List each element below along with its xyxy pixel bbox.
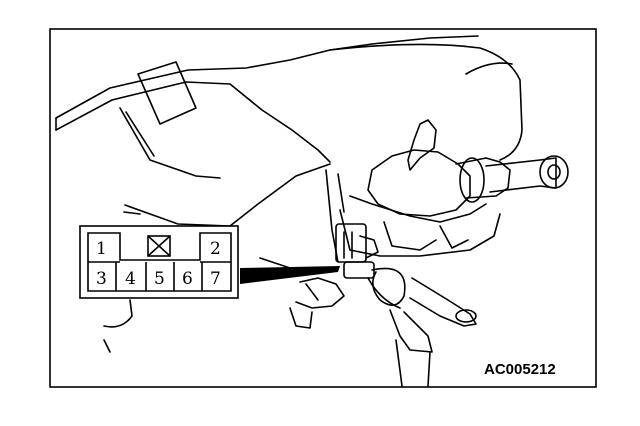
leader-arrow (240, 266, 340, 284)
steering-column-illustration (55, 35, 569, 387)
pin-5-label: 5 (154, 269, 165, 289)
pin-1-label: 1 (96, 239, 107, 259)
pin-3-label: 3 (96, 269, 107, 289)
connector-face-outline (87, 232, 232, 292)
pin-separators (88, 261, 231, 291)
pin-7-label: 7 (210, 269, 221, 289)
pin-6-label: 6 (182, 269, 193, 289)
pin-4-label: 4 (125, 269, 136, 289)
unused-slot-x-mark-icon (147, 235, 171, 257)
pin-2-label: 2 (210, 239, 221, 259)
connector-pin-diagram: 1 2 3 4 5 6 7 (79, 225, 239, 299)
figure-frame (49, 28, 597, 388)
figure-code: AC005212 (484, 361, 556, 378)
